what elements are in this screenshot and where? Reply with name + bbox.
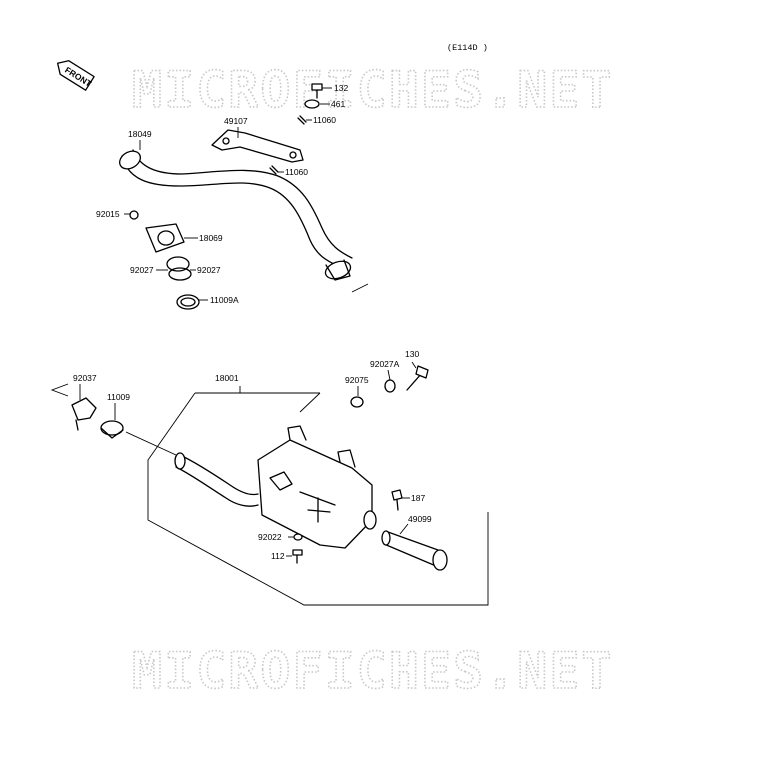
part-label-187: 187 bbox=[411, 493, 425, 503]
part-label-92015: 92015 bbox=[96, 209, 120, 219]
gasket-11009A-icon bbox=[176, 294, 200, 310]
nut-92015-icon bbox=[129, 210, 139, 220]
nut-92022-icon bbox=[293, 533, 303, 541]
part-label-132: 132 bbox=[334, 83, 348, 93]
muffler-frame-lines bbox=[147, 386, 489, 606]
part-label-92027-right: 92027 bbox=[197, 265, 221, 275]
part-label-130: 130 bbox=[405, 349, 419, 359]
part-label-92075: 92075 bbox=[345, 375, 369, 385]
damper-92075-icon bbox=[350, 396, 364, 408]
spring-11060-lower-icon bbox=[269, 165, 279, 175]
bolt-130-icon bbox=[406, 365, 429, 391]
part-label-92027-left: 92027 bbox=[130, 265, 154, 275]
part-label-11060-lower: 11060 bbox=[285, 167, 308, 177]
part-label-11009: 11009 bbox=[107, 392, 130, 402]
part-label-92027A: 92027A bbox=[370, 359, 400, 369]
bolt-187-icon bbox=[391, 489, 403, 511]
front-arrow-icon: FRONT bbox=[56, 60, 95, 91]
collar-92027A-icon bbox=[384, 379, 396, 393]
part-label-11009A: 11009A bbox=[210, 295, 239, 305]
part-label-18001: 18001 bbox=[215, 373, 239, 383]
flange-18069-drawing bbox=[145, 223, 185, 253]
upper-leader-lines bbox=[124, 87, 369, 301]
spring-11060-upper-icon bbox=[297, 115, 307, 125]
diagram-code: (E114D ) bbox=[447, 43, 488, 53]
watermark-top: MICROFICHES.NET bbox=[132, 61, 614, 119]
lower-leader-lines bbox=[50, 361, 417, 557]
gasket-92027-drawing bbox=[166, 256, 192, 281]
bolt-112-icon bbox=[292, 549, 303, 564]
part-label-92037: 92037 bbox=[73, 373, 97, 383]
bolt-132-icon bbox=[311, 83, 323, 99]
muffler-body-drawing bbox=[174, 425, 377, 549]
clamp-92037-drawing bbox=[71, 397, 97, 431]
watermark-bottom: MICROFICHES.NET bbox=[132, 642, 614, 700]
part-label-18049: 18049 bbox=[128, 129, 152, 139]
part-label-18069: 18069 bbox=[199, 233, 223, 243]
part-label-49099: 49099 bbox=[408, 514, 432, 524]
exhaust-pipe-drawing bbox=[119, 149, 353, 281]
part-label-461: 461 bbox=[331, 99, 345, 109]
part-label-11060-upper: 11060 bbox=[313, 115, 336, 125]
part-label-112: 112 bbox=[271, 551, 285, 561]
tailpipe-49099-drawing bbox=[381, 530, 448, 571]
part-label-49107: 49107 bbox=[224, 116, 248, 126]
washer-461-icon bbox=[304, 99, 320, 109]
part-label-92022: 92022 bbox=[258, 532, 282, 542]
bracket-49107-drawing bbox=[211, 129, 304, 163]
